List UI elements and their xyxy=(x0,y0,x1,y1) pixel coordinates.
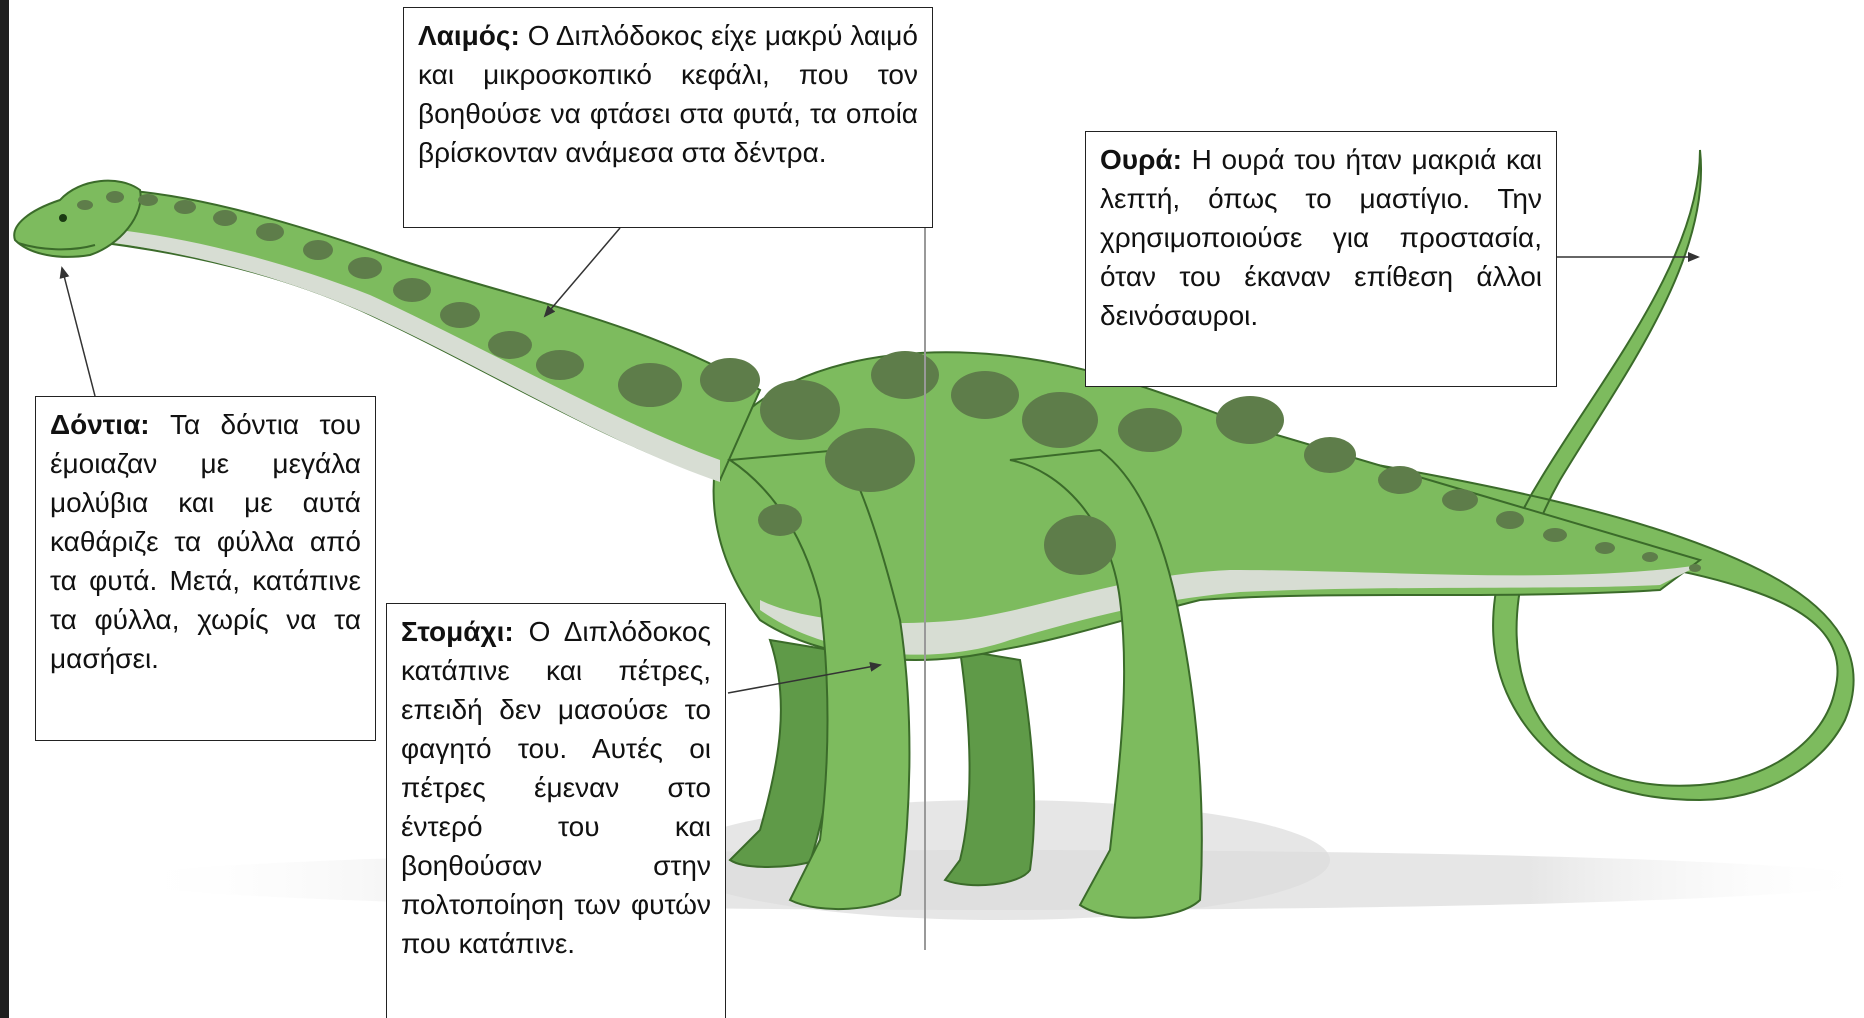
callout-tail-title: Ουρά: xyxy=(1100,144,1192,175)
teeth-pointer xyxy=(62,268,95,396)
callout-stomach-title: Στομάχι: xyxy=(401,616,529,647)
callout-teeth: Δόντια: Τα δόντια του έμοιαζαν με μεγάλα… xyxy=(35,396,376,741)
neck-pointer xyxy=(545,228,620,316)
callout-teeth-text: Τα δόντια του έμοιαζαν με μεγάλα μολύβια… xyxy=(50,409,361,674)
callout-neck-title: Λαιμός: xyxy=(418,20,528,51)
callout-neck: Λαιμός: Ο Διπλόδοκος είχε μακρύ λαιμό κα… xyxy=(403,7,933,228)
callout-teeth-title: Δόντια: xyxy=(50,409,170,440)
eye xyxy=(59,214,67,222)
callout-stomach-text: Ο Διπλόδοκος κατάπινε και πέτρες, επειδή… xyxy=(401,616,711,959)
callout-tail: Ουρά: Η ουρά του ήταν μακριά και λεπτή, … xyxy=(1085,131,1557,387)
callout-stomach: Στομάχι: Ο Διπλόδοκος κατάπινε και πέτρε… xyxy=(386,603,726,1018)
